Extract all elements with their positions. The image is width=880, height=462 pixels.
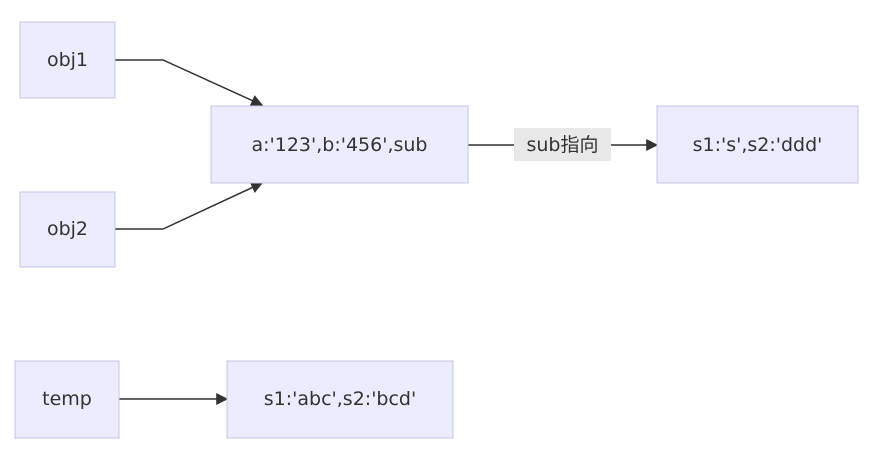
edge-obj1-to-main: [115, 59, 264, 106]
node-sub-label: s1:'s',s2:'ddd': [693, 134, 823, 156]
node-sub[interactable]: s1:'s',s2:'ddd': [656, 105, 859, 184]
node-main-label: a:'123',b:'456',sub: [251, 134, 427, 156]
node-temp-target[interactable]: s1:'abc',s2:'bcd': [226, 360, 454, 439]
edge-label-main-to-sub: sub指向: [514, 128, 611, 161]
node-main[interactable]: a:'123',b:'456',sub: [210, 105, 469, 184]
edge-obj2-to-main: [115, 182, 264, 230]
node-temp-label: temp: [42, 388, 92, 410]
node-obj2-label: obj2: [47, 218, 88, 240]
node-obj1-label: obj1: [47, 49, 88, 71]
node-obj2[interactable]: obj2: [19, 191, 116, 268]
node-temp-target-label: s1:'abc',s2:'bcd': [264, 388, 416, 410]
edge-label-text: sub指向: [526, 134, 598, 156]
node-obj1[interactable]: obj1: [19, 21, 116, 99]
node-temp[interactable]: temp: [14, 360, 120, 439]
